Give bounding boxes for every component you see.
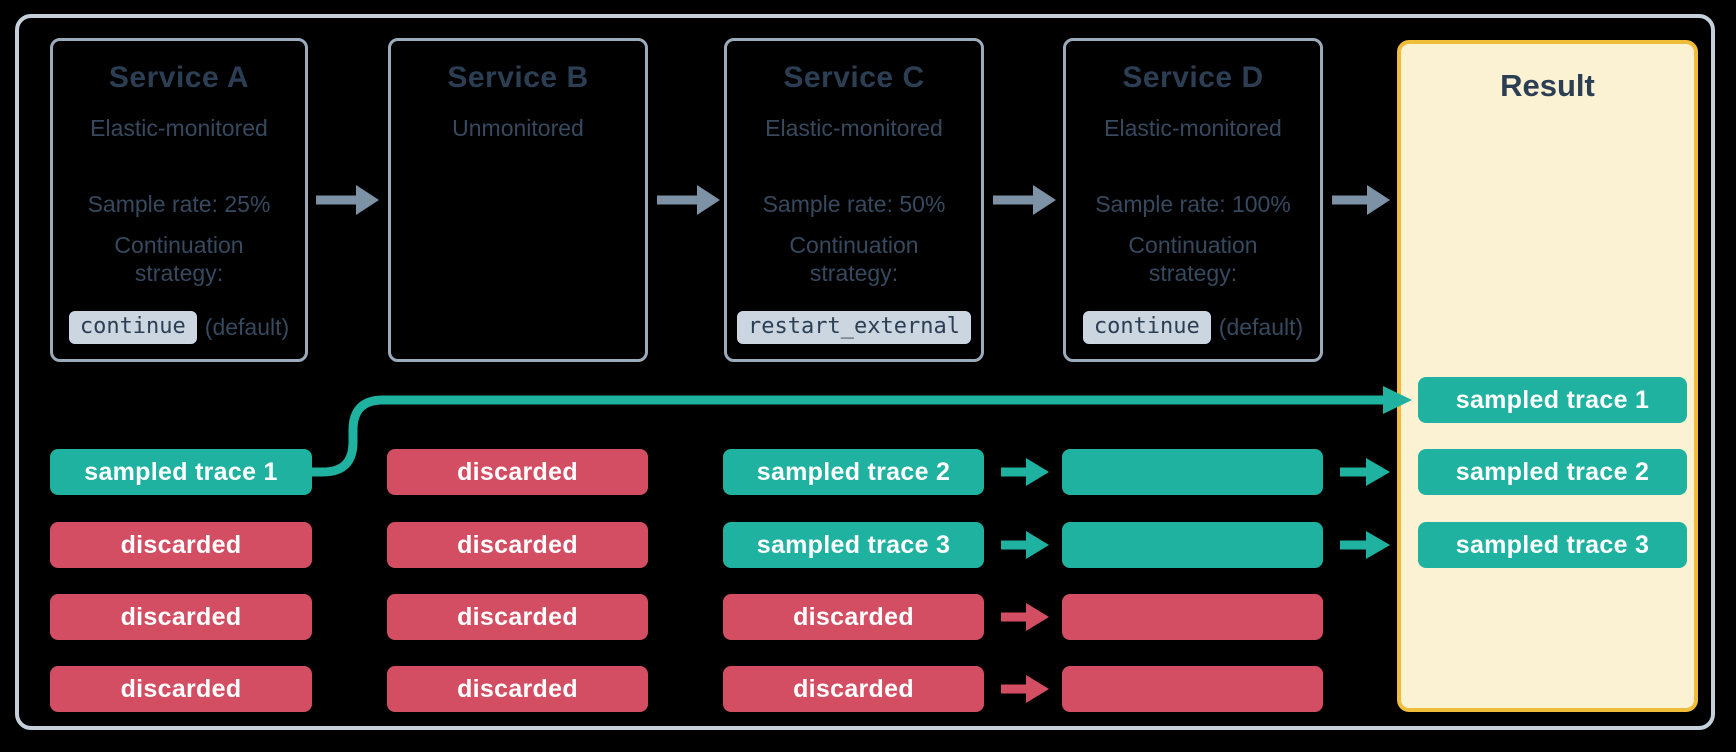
trace-pill-d-row1 bbox=[1062, 449, 1323, 495]
trace-pill-c-row2: sampled trace 3 bbox=[723, 522, 984, 568]
service-a-monitoring: Elastic-monitored bbox=[90, 115, 268, 141]
trace-pill-d-row2 bbox=[1062, 522, 1323, 568]
trace-pill-d-row3 bbox=[1062, 594, 1323, 640]
result-box: Result bbox=[1397, 40, 1698, 712]
service-d-sample-rate: Sample rate: 100% bbox=[1095, 191, 1291, 217]
service-c-sample-rate: Sample rate: 50% bbox=[762, 191, 946, 217]
diagram-outer-frame bbox=[15, 14, 1715, 730]
trace-pill-c-row1: sampled trace 2 bbox=[723, 449, 984, 495]
service-b-box: Service B Unmonitored bbox=[388, 38, 648, 362]
service-d-chip-row: continue (default) bbox=[1066, 311, 1320, 344]
service-a-continuation-label: Continuation strategy: bbox=[114, 232, 244, 286]
service-d-continuation-label: Continuation strategy: bbox=[1128, 232, 1258, 286]
result-trace-pill-2: sampled trace 2 bbox=[1418, 449, 1687, 495]
trace-pill-b-row4: discarded bbox=[387, 666, 648, 712]
trace-pill-a-row2: discarded bbox=[50, 522, 312, 568]
result-trace-pill-1: sampled trace 1 bbox=[1418, 377, 1687, 423]
service-c-strategy-chip: restart_external bbox=[737, 311, 971, 344]
service-d-box: Service D Elastic-monitored Sample rate:… bbox=[1063, 38, 1323, 362]
service-a-strategy-chip: continue bbox=[68, 311, 197, 344]
trace-pill-b-row1: discarded bbox=[387, 449, 648, 495]
trace-pill-a-row3: discarded bbox=[50, 594, 312, 640]
service-c-monitoring: Elastic-monitored bbox=[765, 115, 943, 141]
trace-pill-d-row4 bbox=[1062, 666, 1323, 712]
service-d-monitoring: Elastic-monitored bbox=[1104, 115, 1282, 141]
service-a-chip-row: continue (default) bbox=[53, 311, 305, 344]
service-a-strategy-default-note: (default) bbox=[204, 314, 290, 340]
service-c-chip-row: restart_external bbox=[727, 311, 981, 344]
trace-pill-a-row4: discarded bbox=[50, 666, 312, 712]
trace-pill-c-row4: discarded bbox=[723, 666, 984, 712]
service-d-title: Service D bbox=[1122, 61, 1264, 94]
service-a-sample-rate: Sample rate: 25% bbox=[87, 191, 271, 217]
trace-pill-b-row3: discarded bbox=[387, 594, 648, 640]
service-d-strategy-chip: continue bbox=[1082, 311, 1211, 344]
service-c-title: Service C bbox=[783, 61, 925, 94]
service-c-continuation-label: Continuation strategy: bbox=[789, 232, 919, 286]
result-trace-pill-3: sampled trace 3 bbox=[1418, 522, 1687, 568]
service-a-title: Service A bbox=[108, 61, 250, 94]
result-title: Result bbox=[1500, 68, 1595, 103]
service-d-strategy-default-note: (default) bbox=[1218, 314, 1304, 340]
trace-pill-a-row1: sampled trace 1 bbox=[50, 449, 312, 495]
service-b-monitoring: Unmonitored bbox=[452, 115, 584, 141]
trace-pill-b-row2: discarded bbox=[387, 522, 648, 568]
service-c-box: Service C Elastic-monitored Sample rate:… bbox=[724, 38, 984, 362]
service-a-box: Service A Elastic-monitored Sample rate:… bbox=[50, 38, 308, 362]
trace-pill-c-row3: discarded bbox=[723, 594, 984, 640]
service-b-title: Service B bbox=[447, 61, 589, 94]
